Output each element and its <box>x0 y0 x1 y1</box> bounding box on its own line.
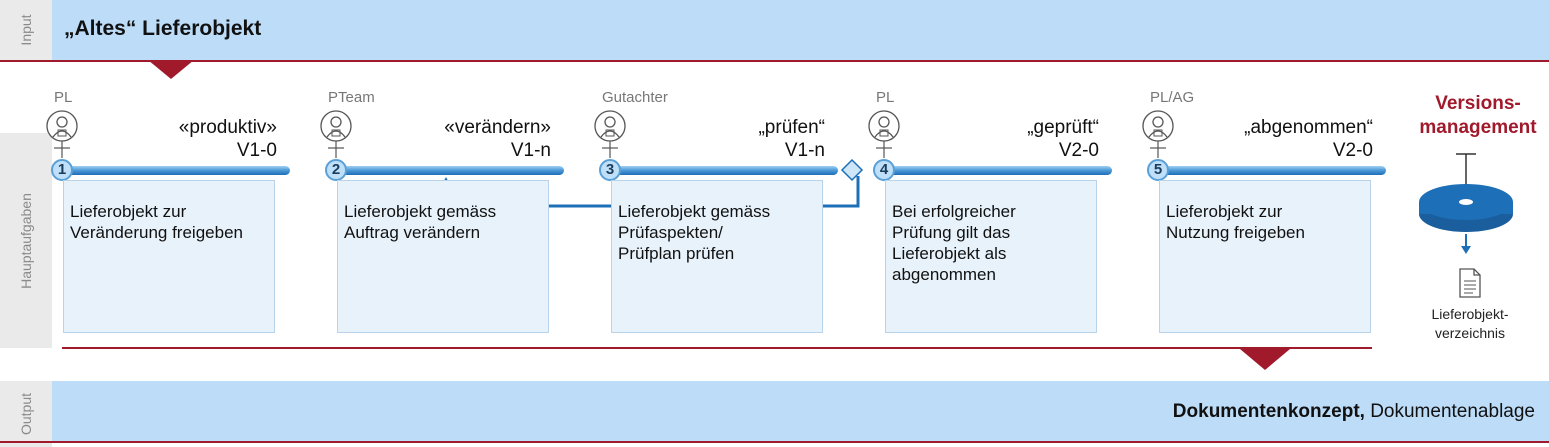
step-description-line: Prüfplan prüfen <box>618 244 735 263</box>
step-number-badge: 5 <box>1147 159 1169 181</box>
output-bottom-line <box>0 441 1549 443</box>
step-status-label: „geprüft“ <box>1027 117 1099 138</box>
person-icon <box>320 110 352 142</box>
step-description-line: Auftrag verändern <box>344 223 481 242</box>
step-role: PL <box>54 89 73 106</box>
step-status: «verändern»V1-n <box>346 117 551 163</box>
step-description-line: Veränderung freigeben <box>70 223 243 242</box>
step-number-badge: 4 <box>873 159 895 181</box>
step-version: V2-0 <box>1058 139 1099 161</box>
output-band: Dokumentenkonzept, Dokumentenablage <box>52 381 1549 441</box>
decision-diamond-icon <box>840 158 864 182</box>
step-role: Gutachter <box>602 89 668 106</box>
output-title: Dokumentenkonzept, <box>1172 401 1365 422</box>
step-description-line: Lieferobjekt gemäss <box>344 202 497 221</box>
input-band: „Altes“ Lieferobjekt <box>52 0 1549 60</box>
step-version: V1-n <box>784 139 825 161</box>
input-title: „Altes“ Lieferobjekt <box>64 17 262 40</box>
step-number-badge: 1 <box>51 159 73 181</box>
step-status-label: „abgenommen“ <box>1244 117 1373 138</box>
step-role: PL/AG <box>1150 89 1195 106</box>
step-description-line: Bei erfolgreicher <box>892 202 1016 221</box>
step-role: PTeam <box>328 89 375 106</box>
person-icon <box>868 110 900 142</box>
step-description-line: Lieferobjekt zur <box>1166 202 1283 221</box>
input-divider <box>0 60 1549 62</box>
output-divider <box>62 347 1372 349</box>
step-track <box>328 141 564 175</box>
step-status: «produktiv»V1-0 <box>72 117 277 163</box>
step-description-line: abgenommen <box>892 265 996 284</box>
output-side-label: Output <box>0 381 52 447</box>
output-arrow-icon <box>1240 349 1290 370</box>
document-icon <box>1459 268 1481 298</box>
step-description-line: Lieferobjekt gemäss <box>618 202 771 221</box>
step-description-line: Lieferobjekt als <box>892 244 1007 263</box>
step-status: „abgenommen“V2-0 <box>1168 117 1373 163</box>
step-description-line: Prüfung gilt das <box>892 223 1011 242</box>
person-icon <box>46 110 78 142</box>
document-label: Lieferobjekt- verzeichnis <box>1431 306 1509 341</box>
step-version: V1-0 <box>236 139 277 161</box>
step-track <box>54 141 290 175</box>
person-icon <box>1142 110 1174 142</box>
input-side-label: Input <box>0 0 52 60</box>
step-status: „prüfen“V1-n <box>620 117 825 163</box>
step-number-badge: 3 <box>599 159 621 181</box>
step-status-label: «produktiv» <box>178 117 277 138</box>
main-side-label: Hauptaufgaben <box>0 133 52 348</box>
version-database-icon <box>1419 153 1513 254</box>
step-status-label: „prüfen“ <box>758 117 825 138</box>
output-text: Dokumentenkonzept, Dokumentenablage <box>1173 401 1535 423</box>
step-description-line: Lieferobjekt zur <box>70 202 187 221</box>
input-arrow-icon <box>148 60 194 79</box>
step-track <box>876 141 1112 175</box>
step-number-badge: 2 <box>325 159 347 181</box>
step-description-line: Prüfaspekten/ <box>618 223 723 242</box>
step-description-line: Nutzung freigeben <box>1166 223 1305 242</box>
output-subtitle: Dokumentenablage <box>1364 401 1535 422</box>
step-role: PL <box>876 89 895 106</box>
step-version: V2-0 <box>1332 139 1373 161</box>
versioning-title: Versions- management <box>1419 93 1537 138</box>
person-icon <box>594 110 626 142</box>
step-status: „geprüft“V2-0 <box>894 117 1099 163</box>
step-status-label: «verändern» <box>444 117 551 138</box>
step-version: V1-n <box>510 139 551 161</box>
step-track <box>1150 141 1386 175</box>
step-track <box>602 141 838 175</box>
